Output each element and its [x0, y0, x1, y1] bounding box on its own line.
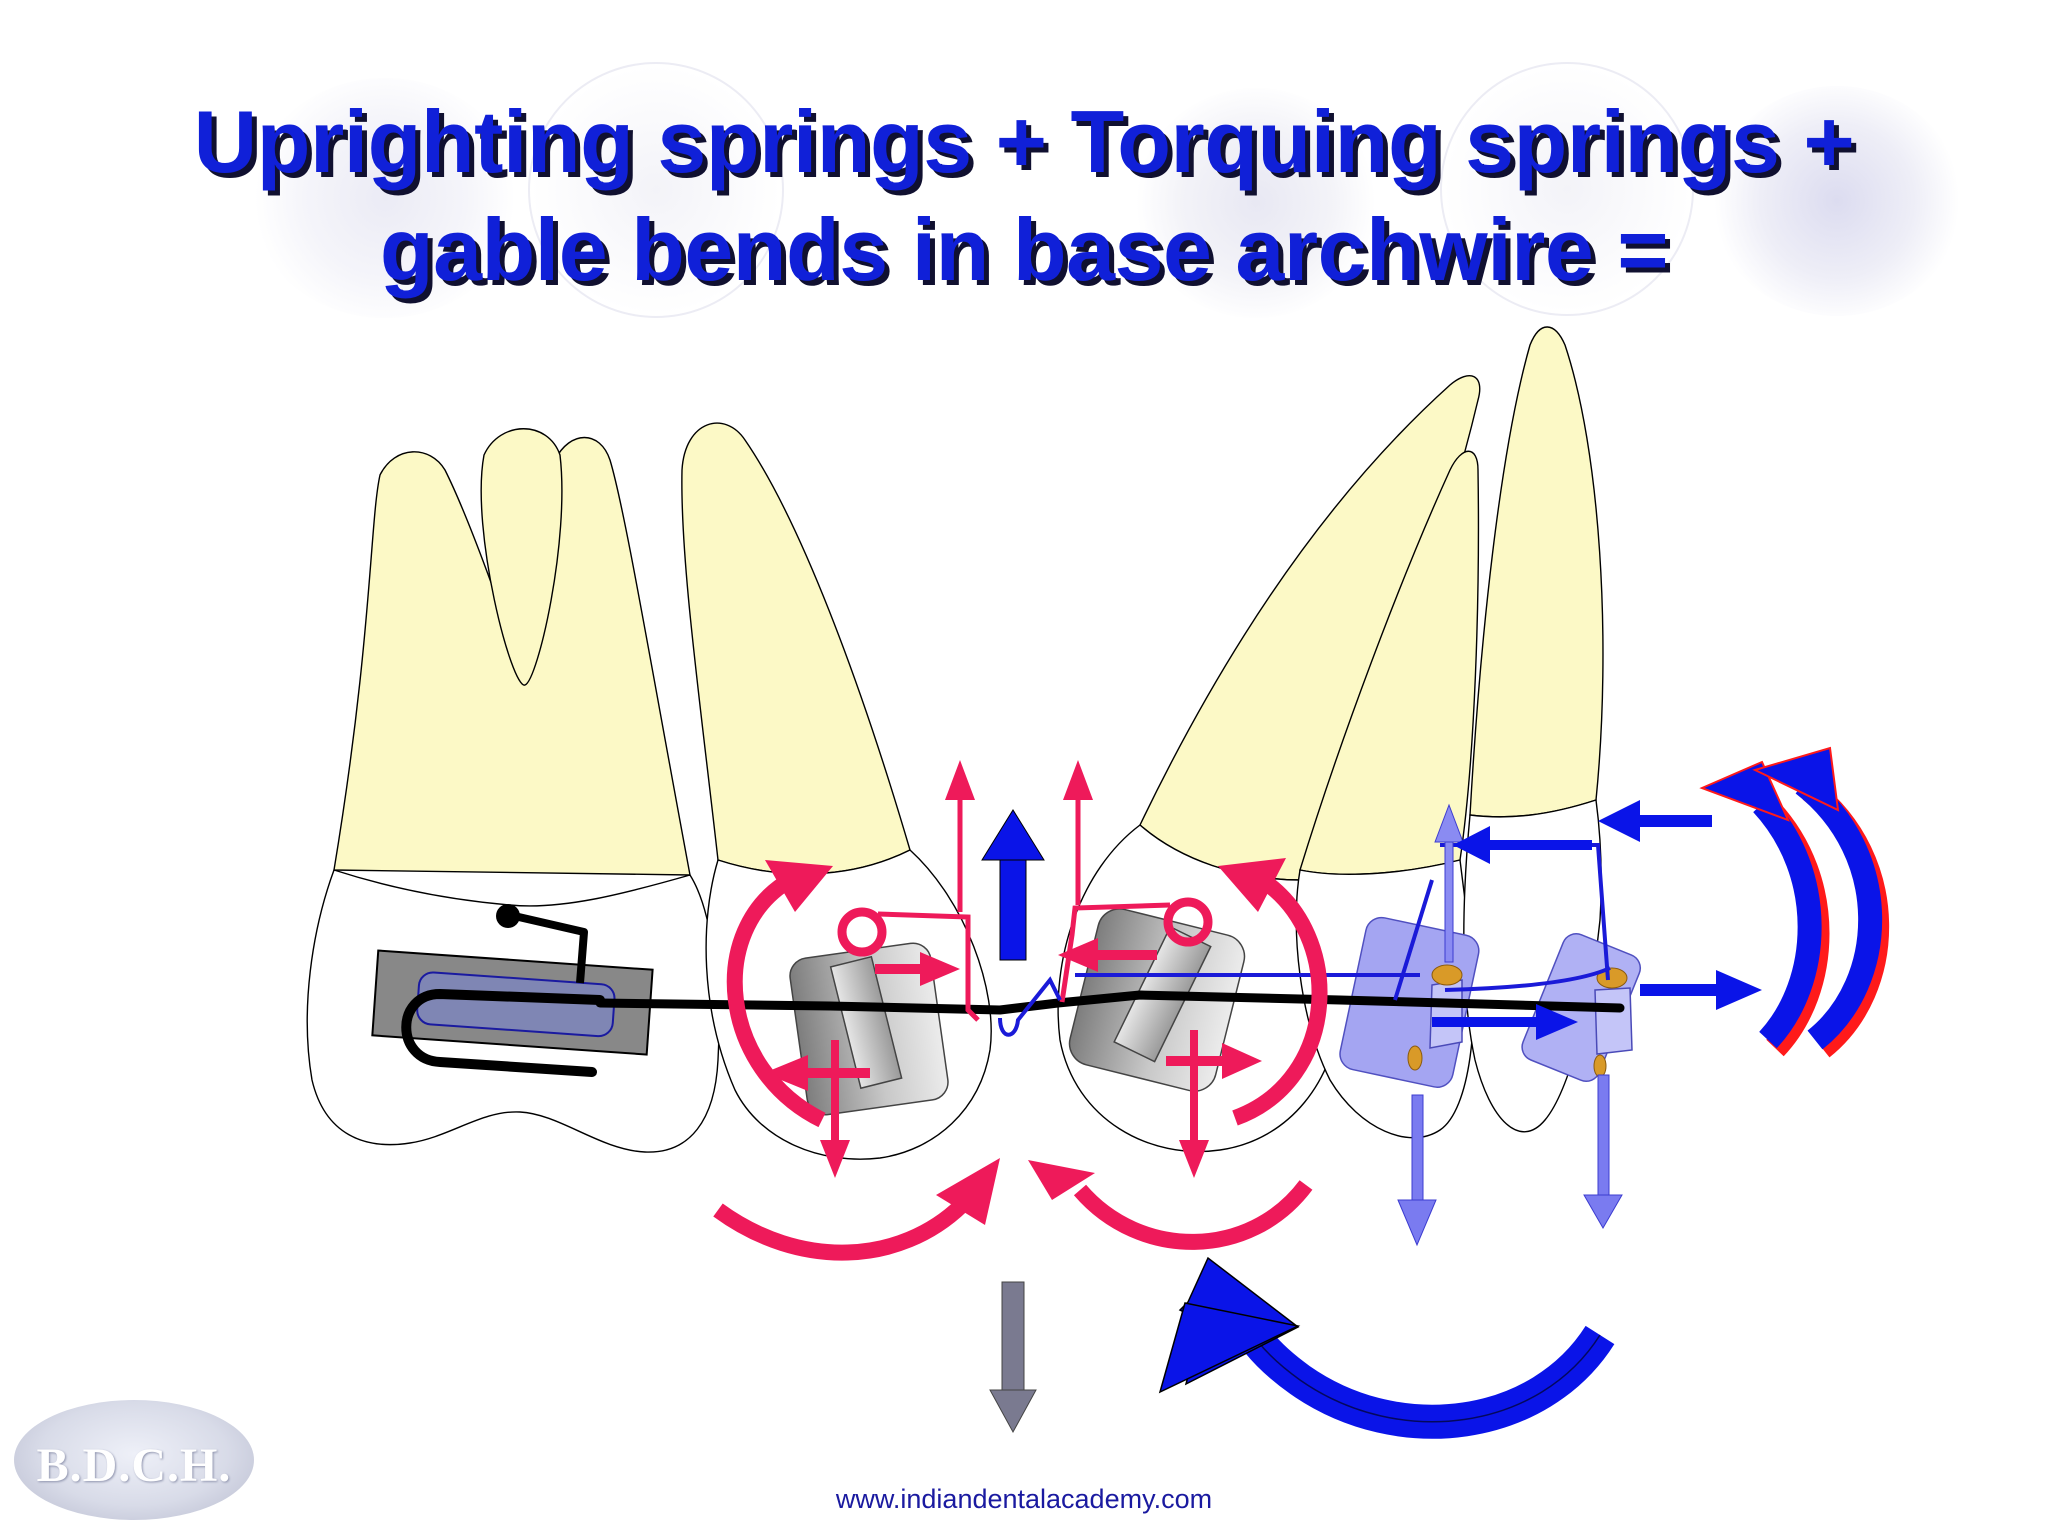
curved-moment-arrow-icon	[726, 873, 826, 1128]
pink-force-arrow-icon	[820, 1140, 850, 1178]
blue-force-arrow-icon	[1598, 800, 1640, 842]
curved-moment-arrow-icon	[1752, 746, 1840, 812]
curved-moment-arrow-icon	[765, 860, 833, 912]
curved-moment-arrow-icon	[1232, 873, 1328, 1126]
curved-moment-arrow-icon	[1218, 858, 1286, 912]
slide-title: Uprighting springs + Torquing springs + …	[0, 88, 2048, 304]
blue-force-arrow-icon	[1597, 1074, 1610, 1201]
uprighting-spring-right	[1059, 897, 1213, 1003]
pink-force-arrow-icon	[945, 760, 975, 800]
logo: B.D.C.H.	[14, 1400, 254, 1520]
molar-tube	[371, 904, 654, 1077]
pink-force-arrow-icon	[1095, 950, 1157, 960]
logo-badge	[14, 1400, 254, 1520]
ligature-tie	[1596, 967, 1628, 989]
logo-text: B.D.C.H.	[36, 1439, 232, 1492]
curved-moment-arrow-icon	[1218, 1294, 1615, 1439]
blue-force-arrow-icon	[1536, 1004, 1578, 1040]
blue-force-arrow-icon	[1632, 815, 1712, 827]
blue-force-arrow-icon	[1432, 1017, 1542, 1027]
curved-moment-arrow-icon	[936, 1158, 1000, 1225]
title-line-2: gable bends in base archwire =	[379, 200, 1669, 299]
curved-moment-arrow-icon	[1795, 774, 1883, 1050]
pink-force-arrow-icon	[831, 1040, 839, 1150]
bracket-post	[829, 955, 903, 1090]
ligature-tie	[1593, 1054, 1607, 1078]
archwire-end-loop	[401, 988, 605, 1077]
pink-force-arrow-icon	[1058, 938, 1098, 972]
blue-force-arrow-icon	[1480, 840, 1592, 850]
footer-website: www.indiandentalacademy.com	[835, 1484, 1213, 1514]
curved-moment-arrow-icon	[1753, 795, 1822, 1049]
base-archwire	[595, 990, 1625, 1015]
premolar-root	[681, 422, 911, 875]
incisor-root	[1469, 326, 1604, 818]
pink-force-arrow-icon	[1179, 1140, 1209, 1178]
blue-force-arrow-icon	[1453, 826, 1490, 864]
blue-force-arrow-icon	[981, 809, 1045, 861]
blue-force-arrow-icon	[1397, 1199, 1437, 1247]
pink-force-arrow-icon	[920, 952, 960, 986]
molar-hook	[509, 911, 588, 984]
pink-force-arrow-icon	[1063, 760, 1093, 800]
blue-force-arrow-icon	[1640, 984, 1720, 996]
gray-force-arrow-icon	[989, 1281, 1037, 1434]
blue-force-arrow-icon	[1434, 803, 1464, 843]
curved-moment-arrow-icon	[1158, 1302, 1301, 1394]
molar-hook-ball	[496, 904, 520, 928]
pink-force-arrow-icon	[1222, 1043, 1262, 1079]
curved-moment-arrow-icon	[1028, 1160, 1095, 1200]
pink-force-arrow-icon	[875, 964, 925, 974]
title-line-1: Uprighting springs + Torquing springs +	[193, 92, 1855, 191]
curved-moment-arrow-icon	[1073, 1180, 1313, 1250]
pink-force-arrow-icon	[1190, 1030, 1198, 1148]
ligature-tie	[1407, 1045, 1423, 1071]
blue-force-arrow-icon	[1411, 1094, 1424, 1206]
ligature-tie	[1431, 964, 1463, 986]
molar-root-fork	[480, 428, 563, 686]
blue-force-arrow-icon	[1716, 970, 1762, 1010]
blue-force-arrows	[981, 746, 1890, 1439]
pink-force-arrow-icon	[764, 1055, 808, 1091]
blue-force-arrow-icon	[1583, 1194, 1623, 1230]
blue-force-arrow-icon	[999, 854, 1027, 961]
curved-moment-arrow-icon	[713, 1199, 968, 1261]
pink-force-arrows	[713, 760, 1328, 1261]
blue-force-arrow-icon	[1444, 841, 1454, 963]
uprighting-spring-left	[837, 907, 980, 1022]
bracket-wing	[1594, 987, 1633, 1055]
